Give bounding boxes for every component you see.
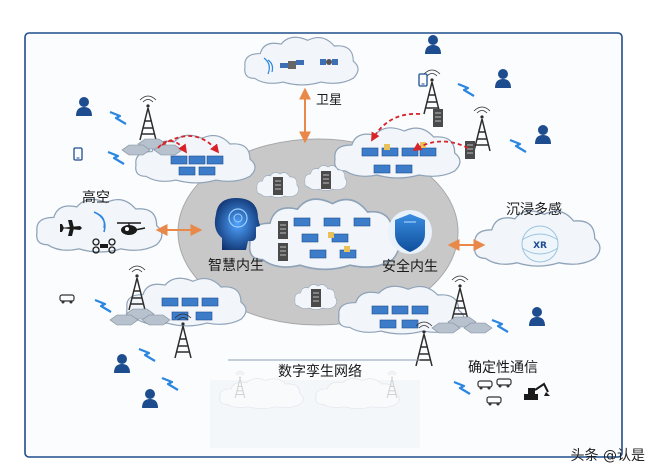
handover-arrow-tl-2 [161, 135, 220, 154]
server-rack-icon [320, 170, 332, 190]
helicopter-icon [117, 222, 146, 235]
server-rack-icon [277, 242, 289, 262]
watermark: 头条 @认是 [570, 448, 645, 464]
nodes-center [293, 217, 371, 259]
deterministic-label: 确定性通信 [468, 360, 538, 376]
server-rack-icon [277, 220, 289, 240]
server-rack-icon [432, 108, 444, 128]
digital-twin-ghost-map [210, 371, 420, 448]
nodes-top-right [361, 142, 437, 174]
digital-twin-label: 数字孪生网络 [278, 363, 362, 380]
car-icon [496, 378, 512, 388]
handover-arrow-tr-1 [371, 113, 421, 142]
shield-icon [388, 210, 432, 254]
server-rack-icon [464, 140, 476, 160]
satellite-icon-2 [320, 59, 338, 65]
drone-icon [92, 238, 116, 254]
server-rack-icon [272, 176, 284, 196]
satellite-icon [263, 57, 304, 75]
car-icon [477, 380, 493, 390]
satellite-label: 卫星 [316, 93, 342, 108]
airplane-icon [60, 220, 82, 236]
ai-head-icon [214, 198, 260, 250]
handover-arrow-tl-1 [157, 140, 188, 154]
immersive-label: 沉浸多感 [506, 201, 562, 218]
wireless-icon [93, 211, 106, 233]
handover-arrow-tr-2 [412, 140, 469, 151]
xr-icon: XR [521, 225, 559, 263]
smart-endogenous-label: 智慧内生 [208, 258, 264, 274]
car-icon [486, 396, 502, 406]
car-icon [59, 294, 75, 304]
server-rack-icon [310, 288, 322, 308]
xr-badge: XR [533, 241, 547, 251]
high-altitude-label: 高空 [82, 189, 110, 206]
excavator-icon [524, 382, 550, 400]
security-endogenous-label: 安全内生 [382, 258, 438, 275]
